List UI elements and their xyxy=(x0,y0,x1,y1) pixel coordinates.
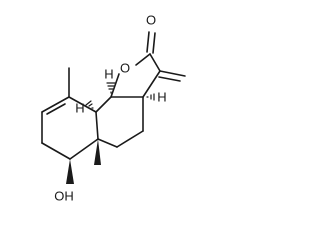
bond-c4-c5 xyxy=(116,130,144,148)
chemical-structure: O O OH H H H xyxy=(41,13,186,204)
bond-c9b-o1 xyxy=(110,73,120,98)
bond-o1-c2 xyxy=(135,53,151,66)
hydroxyl-label: OH xyxy=(54,189,74,204)
bond-c9a-c9 xyxy=(68,96,97,113)
bond-c3-c3a xyxy=(142,70,161,98)
lactone-ring xyxy=(110,53,161,98)
bond-c9-c8 xyxy=(41,96,70,113)
bond-c8-c8-inner xyxy=(46,103,66,115)
h-right-label: H xyxy=(157,90,166,105)
bond-c5a-c9a xyxy=(95,111,99,140)
hydroxyl-wedge xyxy=(66,159,74,184)
left-ring xyxy=(41,96,99,160)
bond-c5-c5a xyxy=(97,138,118,148)
bond-c9b-c9a xyxy=(95,96,112,113)
bond-c7-c6 xyxy=(41,142,71,160)
carbonyl-double-bond xyxy=(146,31,156,54)
hash-bond-h-left xyxy=(85,100,94,109)
h-top-label: H xyxy=(104,67,113,82)
bond-c6-c5a xyxy=(69,138,99,160)
h-left-label: H xyxy=(75,101,84,116)
methylene-double-bond xyxy=(158,70,186,82)
ring-oxygen-label: O xyxy=(120,61,130,76)
bond-c2-c3 xyxy=(149,53,161,72)
carbonyl-oxygen-label: O xyxy=(146,13,156,28)
methyl-wedge xyxy=(94,139,101,165)
middle-ring xyxy=(95,96,144,148)
hash-bond-h-top xyxy=(106,82,116,94)
hash-bond-h-right xyxy=(146,93,155,101)
